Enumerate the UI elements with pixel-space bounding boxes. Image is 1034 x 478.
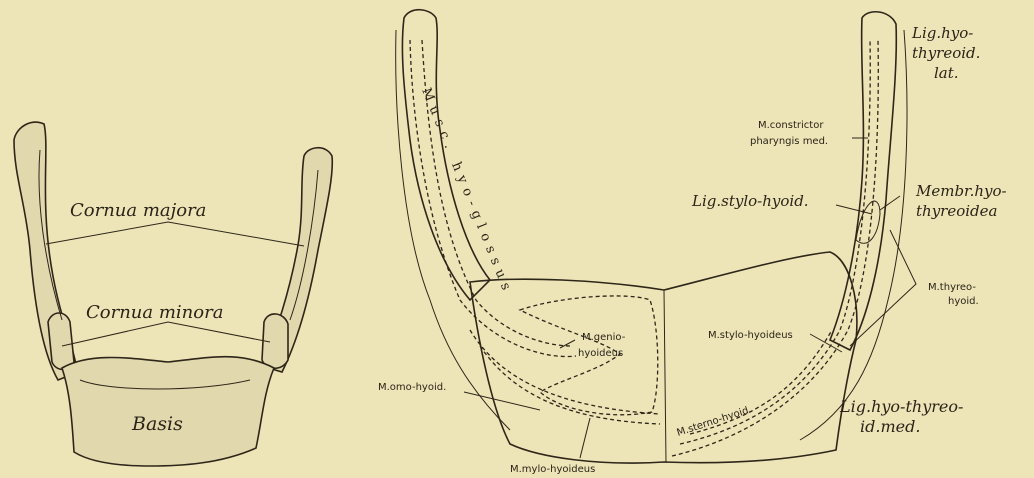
geniohyoid-leader xyxy=(560,340,575,348)
geniohyoideus-label-2: hyoideus xyxy=(578,348,623,359)
right-fig-body xyxy=(470,252,857,463)
cornua-majora-leader xyxy=(46,222,304,246)
membr-leader xyxy=(880,196,900,210)
hyoglossus-label: Musc. hyo-glossus xyxy=(418,86,515,298)
hyoglossus-track-a xyxy=(410,40,576,357)
hyoid-bone-drawing: Cornua majora Cornua minora Basis xyxy=(14,122,332,466)
lig-med-label-1: Lig.hyo-thyreo- xyxy=(839,397,963,416)
outer-contour-right xyxy=(800,30,907,440)
omohyoid-label: M.omo-hyoid. xyxy=(378,382,446,393)
geniohyoideus-label-1: M.genio- xyxy=(582,332,626,343)
mylohyoideus-label: M.mylo-hyoideus xyxy=(510,464,595,475)
cornua-minora-label: Cornua minora xyxy=(86,302,223,323)
stylohyoideus-label: M.stylo-hyoideus xyxy=(708,330,793,341)
mylohyoid-leader xyxy=(580,418,590,458)
right-fig-right-horn xyxy=(830,12,896,350)
mylohyoid-track xyxy=(470,330,660,414)
thyreohyoid-label-1: M.thyreo- xyxy=(928,282,976,293)
cornua-majora-label: Cornua majora xyxy=(70,200,206,221)
lig-hyothyreoid-lat-label-2: thyreoid. xyxy=(912,44,980,62)
constrictor-label-2: pharyngis med. xyxy=(750,136,828,147)
omohyoid-leader xyxy=(464,392,540,410)
lig-stylohyoid-label: Lig.stylo-hyoid. xyxy=(691,192,809,210)
muscle-attachment-drawing: Lig.hyo- thyreoid. lat. M.constrictor ph… xyxy=(378,10,1007,475)
constrictor-label-1: M.constrictor xyxy=(758,120,824,131)
membr-label-2: thyreoidea xyxy=(916,202,997,220)
lig-med-label-2: id.med. xyxy=(860,417,920,436)
thyreohyoid-label-2: hyoid. xyxy=(948,296,979,307)
membr-label-1: Membr.hyo- xyxy=(915,182,1007,200)
left-lesser-horn xyxy=(48,313,74,370)
lig-hyothyreoid-lat-label-1: Lig.hyo- xyxy=(911,24,973,42)
lig-hyothyreoid-lat-label-3: lat. xyxy=(934,64,959,82)
hyoglossus-track-b xyxy=(422,40,572,346)
midline xyxy=(664,290,666,462)
sternohyoid-track xyxy=(672,40,878,456)
stylohyoid-track xyxy=(680,40,870,444)
cornua-minora-leader xyxy=(62,322,270,346)
basis-label: Basis xyxy=(131,413,183,435)
hyoid-body xyxy=(62,357,274,466)
